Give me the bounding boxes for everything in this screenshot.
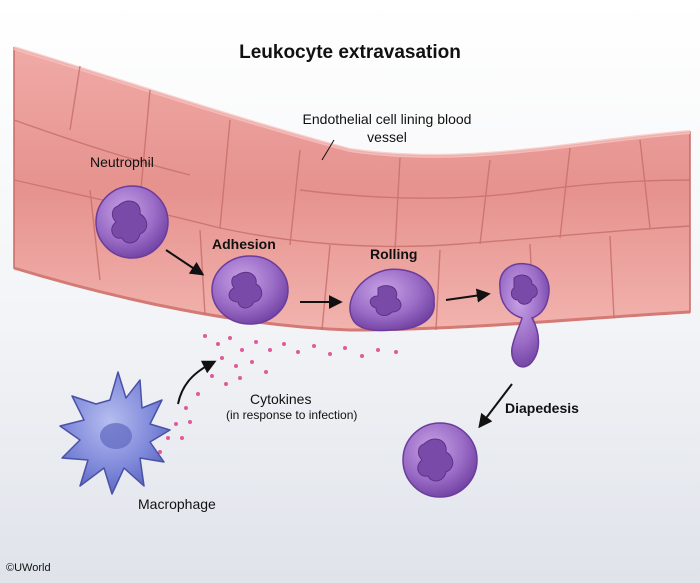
- arrow-cytokine-release: [177, 360, 217, 405]
- diapedesis-cell: [499, 262, 550, 368]
- arrow-to-adhesion: [165, 249, 205, 276]
- neutrophil-cell: [95, 185, 169, 259]
- diagram-title: Leukocyte extravasation: [239, 42, 461, 63]
- extravasated-cell: [402, 422, 478, 498]
- label-neutrophil: Neutrophil: [90, 154, 154, 170]
- neutrophil-nucleus: [111, 200, 148, 244]
- endothelial-pointer: [321, 139, 335, 161]
- label-rolling: Rolling: [370, 246, 418, 262]
- label-adhesion: Adhesion: [212, 236, 276, 252]
- label-cytokines-note: (in response to infection): [226, 408, 358, 422]
- label-cytokines: Cytokines: [250, 391, 312, 407]
- process-arrows: [165, 139, 513, 429]
- rolling-cell: [349, 268, 435, 332]
- arrow-to-diapedesis: [445, 288, 491, 303]
- adhesion-cell: [211, 255, 289, 325]
- macrophage-cell: [59, 371, 171, 495]
- cytokine-dots: [158, 334, 398, 454]
- label-endothelial: Endothelial cell lining blood vessel: [302, 111, 472, 145]
- arrow-to-tissue: [478, 383, 513, 429]
- label-macrophage: Macrophage: [138, 496, 216, 512]
- copyright-notice: ©UWorld: [6, 562, 51, 574]
- label-diapedesis: Diapedesis: [505, 400, 579, 416]
